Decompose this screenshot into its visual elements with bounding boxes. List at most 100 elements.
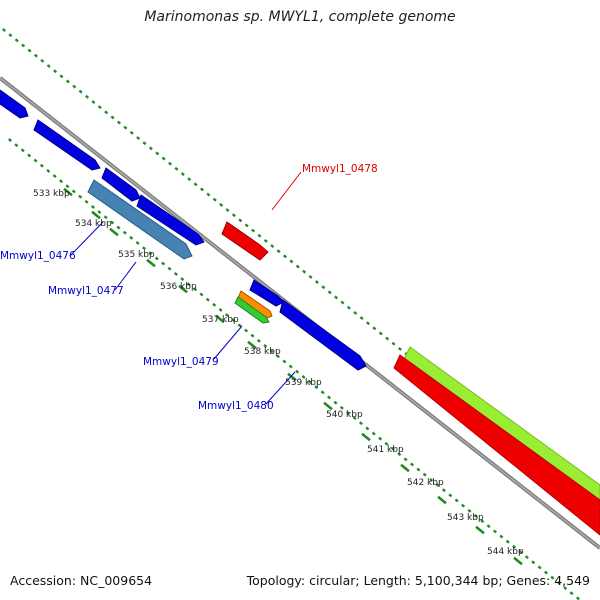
inner-tick-mark <box>448 493 453 498</box>
major-tick-mark <box>323 401 333 411</box>
outer-tick-mark <box>142 141 147 146</box>
inner-tick-mark <box>8 138 12 142</box>
inner-tick-mark <box>186 282 191 287</box>
inner-tick-mark <box>320 390 325 395</box>
inner-tick-mark <box>122 230 127 235</box>
inner-tick-mark <box>563 586 568 590</box>
outer-tick-mark <box>33 53 38 58</box>
outer-tick-mark <box>59 74 64 79</box>
inner-tick-mark <box>224 313 229 318</box>
major-tick-mark <box>146 258 156 268</box>
inner-tick-track <box>8 138 580 600</box>
outer-tick-mark <box>212 197 217 202</box>
inner-tick-mark <box>524 555 529 560</box>
inner-tick-mark <box>307 380 312 384</box>
inner-tick-mark <box>441 488 446 493</box>
outer-tick-mark <box>283 254 287 259</box>
outer-tick-mark <box>314 280 319 284</box>
inner-tick-mark <box>256 338 261 343</box>
outer-tick-mark <box>40 58 45 63</box>
cds-arrow-mmwyl1-0478 <box>221 221 269 261</box>
inner-tick-mark <box>473 513 478 518</box>
inner-tick-mark <box>499 534 504 539</box>
outer-tick-mark <box>257 233 262 238</box>
outer-tick-mark <box>187 177 192 182</box>
inner-tick-mark <box>327 395 332 400</box>
inner-tick-mark <box>492 529 497 534</box>
leader-line <box>265 371 296 405</box>
outer-tick-mark <box>46 64 51 68</box>
inner-tick-mark <box>78 194 83 199</box>
inner-tick-mark <box>237 323 242 328</box>
outer-tick-mark <box>346 305 351 310</box>
outer-tick-mark <box>231 213 236 218</box>
gene-label[interactable]: Mmwyl1_0478 <box>302 163 378 175</box>
inner-tick-mark <box>314 385 319 390</box>
kbp-scale-label: 536 kbp <box>160 282 197 292</box>
outer-tick-mark <box>53 69 58 74</box>
outer-tick-mark <box>97 105 102 110</box>
kbp-scale-label: 541 kbp <box>367 445 404 455</box>
gene-label[interactable]: Mmwyl1_0479 <box>143 356 219 368</box>
outer-tick-mark <box>27 48 32 53</box>
outer-tick-mark <box>244 223 249 228</box>
cds-arrow <box>136 194 205 246</box>
cds-arrow <box>249 279 285 307</box>
major-tick-mark <box>178 284 188 294</box>
inner-tick-mark <box>288 364 293 369</box>
outer-tick-mark <box>148 146 153 151</box>
inner-tick-mark <box>52 174 57 178</box>
genome-stats-text: Topology: circular; Length: 5,100,344 bp… <box>246 573 590 588</box>
outer-tick-mark <box>391 341 396 346</box>
outer-tick-mark <box>238 218 243 223</box>
major-tick-mark <box>400 463 410 473</box>
inner-tick-mark <box>569 591 574 596</box>
inner-tick-mark <box>276 354 281 359</box>
inner-tick-mark <box>212 302 217 307</box>
inner-tick-mark <box>454 498 459 503</box>
outer-tick-mark <box>359 316 364 320</box>
outer-tick-mark <box>308 274 313 279</box>
major-tick-mark <box>287 372 297 382</box>
inner-tick-mark <box>371 431 376 436</box>
leader-line <box>69 221 104 257</box>
inner-tick-mark <box>173 271 178 276</box>
leader-line <box>114 261 137 291</box>
inner-tick-mark <box>365 426 370 431</box>
gene-label[interactable]: Mmwyl1_0476 <box>0 250 76 262</box>
inner-tick-mark <box>161 261 166 266</box>
kbp-scale-label: 533 kbp <box>33 189 70 199</box>
outer-tick-mark <box>385 336 390 341</box>
cds-arrow-mmwyl1-0480 <box>279 299 367 371</box>
outer-tick-mark <box>225 208 230 212</box>
outer-tick-mark <box>180 172 185 176</box>
inner-tick-mark <box>33 158 38 163</box>
gene-label[interactable]: Mmwyl1_0477 <box>48 285 124 297</box>
outer-tick-mark <box>21 43 26 48</box>
major-tick-mark <box>361 432 371 442</box>
outer-tick-mark <box>327 290 332 295</box>
inner-tick-mark <box>556 580 561 585</box>
inner-tick-mark <box>486 524 491 529</box>
inner-tick-mark <box>135 241 140 245</box>
outer-tick-mark <box>136 136 141 140</box>
outer-tick-mark <box>199 187 204 192</box>
inner-tick-mark <box>39 163 44 168</box>
cds-arrow <box>0 89 29 119</box>
major-tick-mark <box>109 227 119 237</box>
outer-tick-mark <box>302 269 307 274</box>
inner-tick-mark <box>154 256 159 261</box>
kbp-scale-label: 544 kbp <box>487 547 524 557</box>
inner-tick-mark <box>505 539 510 544</box>
outer-tick-mark <box>78 89 83 94</box>
leader-line <box>213 325 243 360</box>
inner-tick-mark <box>575 596 580 600</box>
gene-label[interactable]: Mmwyl1_0480 <box>198 400 274 412</box>
gc-bands <box>393 346 600 536</box>
inner-tick-mark <box>167 266 172 271</box>
inner-tick-mark <box>518 550 523 554</box>
inner-tick-mark <box>263 344 268 348</box>
inner-tick-mark <box>97 210 102 215</box>
